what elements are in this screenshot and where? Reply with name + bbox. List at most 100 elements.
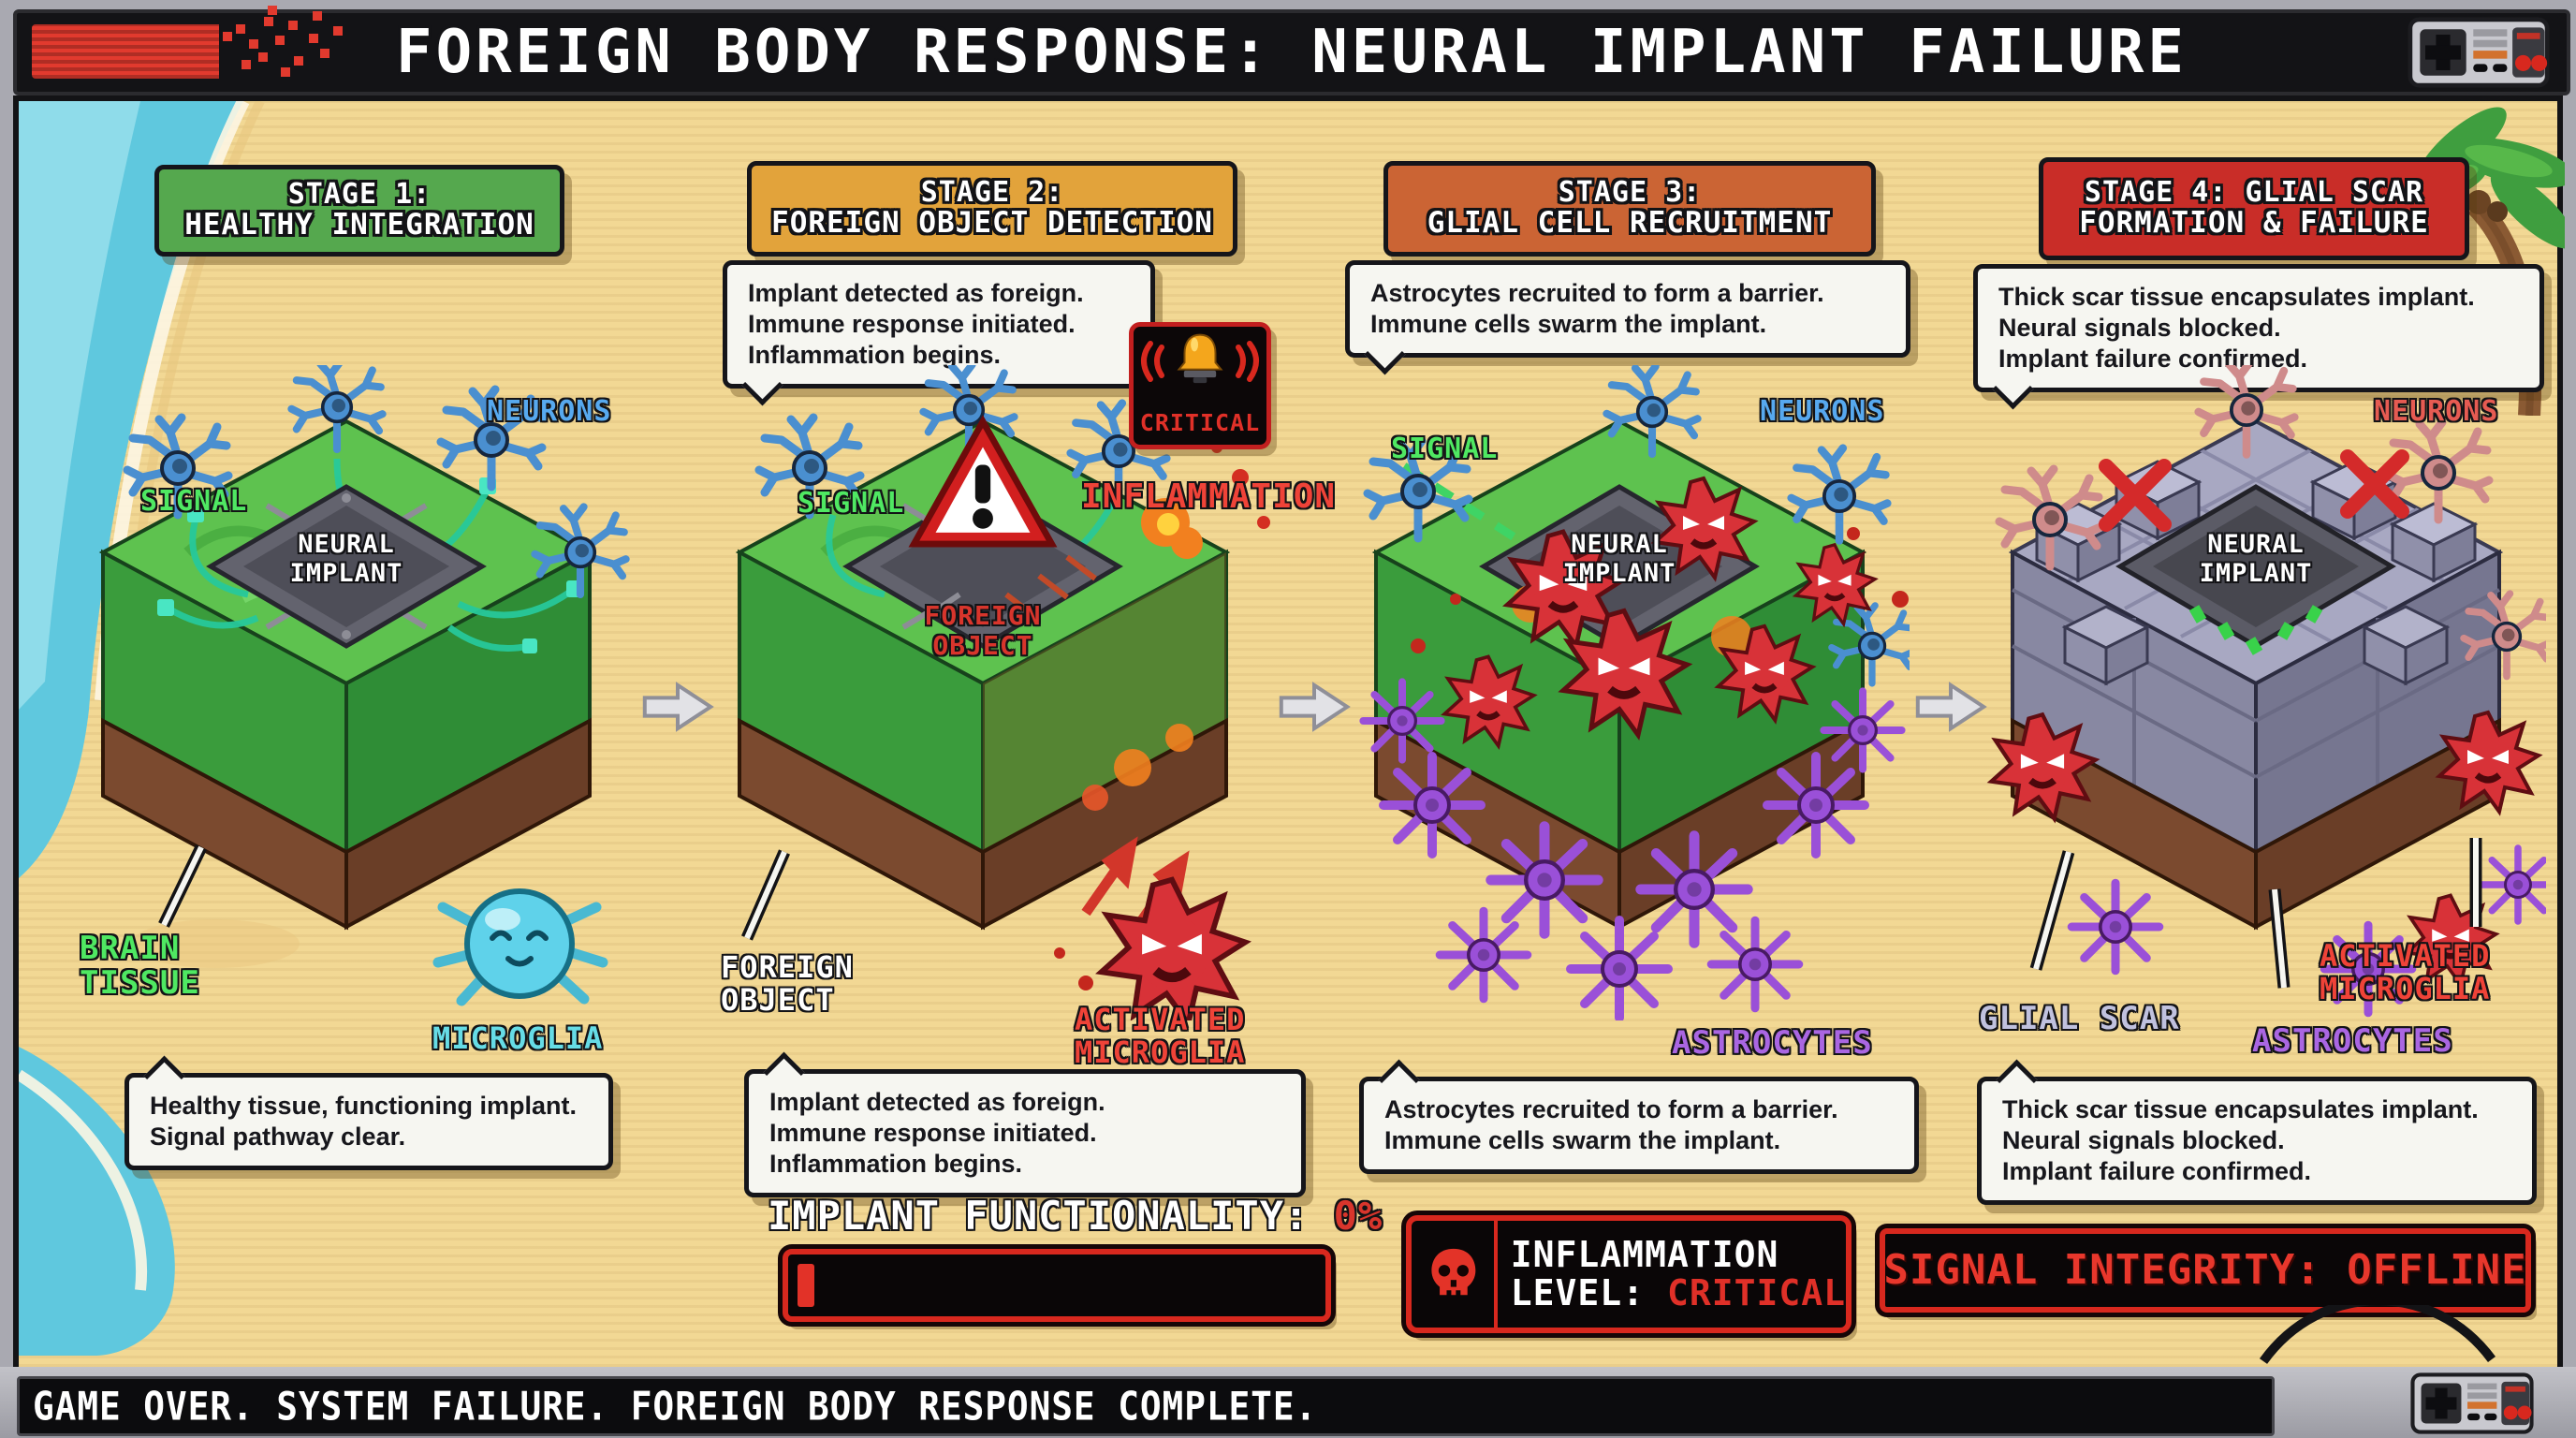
skull-icon (1425, 1231, 1483, 1317)
stage1-chip-label: NEURAL IMPLANT (253, 530, 440, 588)
stage4-top-bubble: Thick scar tissue encapsulates implant. … (1973, 264, 2544, 392)
stage1-microglia-label: MICROGLIA (432, 1020, 604, 1056)
label-line: OBJECT (721, 982, 835, 1019)
functionality-bar-fill (798, 1264, 814, 1307)
stage1-badge-line2: HEALTHY INTEGRATION (184, 208, 534, 242)
activated-microglia-icon (1102, 880, 1246, 1020)
bubble-line: Immune response initiated. (748, 309, 1076, 338)
functionality-label-text: IMPLANT FUNCTIONALITY: (768, 1193, 1310, 1239)
stage3-to-4-arrow-icon (1913, 680, 1988, 734)
stage4-badge-line2: FORMATION & FAILURE (2079, 206, 2429, 241)
footer-message-box: GAME OVER. SYSTEM FAILURE. FOREIGN BODY … (17, 1376, 2275, 1436)
stage4-badge-line1: STAGE 4: GLIAL SCAR (2084, 176, 2424, 210)
bubble-line: Implant failure confirmed. (1998, 344, 2308, 373)
chip-label-line: NEURAL (1571, 530, 1668, 559)
stage3-badge-line2: GLIAL CELL RECRUITMENT (1427, 206, 1833, 241)
stage2-inflammation-label: INFLAMMATION (1081, 477, 1337, 516)
bubble-line: Immune response initiated. (769, 1118, 1097, 1147)
functionality-value: 0% (1333, 1193, 1383, 1239)
implant-functionality-label: IMPLANT FUNCTIONALITY: 0% (768, 1193, 1382, 1239)
page-title: FOREIGN BODY RESPONSE: NEURAL IMPLANT FA… (396, 18, 2188, 87)
stage1-to-2-arrow-icon (640, 680, 715, 734)
bubble-line: Thick scar tissue encapsulates implant. (1998, 283, 2475, 311)
stage1-bottom-bubble: Healthy tissue, functioning implant. Sig… (124, 1073, 613, 1170)
controller-cable (2259, 1305, 2496, 1364)
implant-functionality-bar (783, 1249, 1331, 1322)
stage2-badge: STAGE 2: FOREIGN OBJECT DETECTION (747, 161, 1237, 257)
chip-label-line: IMPLANT (1562, 559, 1676, 589)
bubble-line: Thick scar tissue encapsulates implant. (2002, 1095, 2479, 1123)
stage1-neurons-label: NEURONS (487, 395, 612, 428)
stage3-neurons-label: NEURONS (1760, 395, 1885, 428)
inflammation-value: CRITICAL (1666, 1272, 1846, 1313)
bubble-line: Implant detected as foreign. (748, 279, 1084, 307)
stage3-chip-label: NEURAL IMPLANT (1526, 530, 1713, 588)
stage3-signal-label: SIGNAL (1391, 433, 1499, 465)
signal-integrity-badge: SIGNAL INTEGRITY: OFFLINE (1880, 1228, 2531, 1313)
stage4-activated-microglia-label: ACTIVATED MICROGLIA (2320, 938, 2491, 1007)
critical-label: CRITICAL (1139, 409, 1261, 436)
bubble-line: Inflammation begins. (748, 340, 1002, 369)
stage2-signal-label: SIGNAL (798, 487, 905, 520)
inflammation-level-badge: INFLAMMATION LEVEL: CRITICAL (1406, 1215, 1852, 1333)
critical-alarm-badge: CRITICAL (1129, 322, 1271, 449)
stage1-brain-tissue-label: BRAIN TISSUE (80, 930, 200, 1003)
stage2-badge-line1: STAGE 2: (920, 176, 1064, 210)
bubble-line: Neural signals blocked. (2002, 1125, 2285, 1154)
stage4-bottom-bubble: Thick scar tissue encapsulates implant. … (1977, 1077, 2537, 1205)
stage1-badge-line1: STAGE 1: (287, 178, 432, 212)
stage3-illustration (1329, 365, 1910, 1020)
divider (1493, 1221, 1498, 1328)
stage3-badge: STAGE 3: GLIAL CELL RECRUITMENT (1383, 161, 1876, 257)
stage2-chip-foreign-object-label: FOREIGN OBJECT (889, 600, 1076, 662)
stage1-signal-label: SIGNAL (140, 485, 248, 518)
chip-label-line: NEURAL (2207, 530, 2305, 559)
label-line: FOREIGN (721, 949, 854, 985)
stage4-astrocytes-label: ASTROCYTES (2252, 1022, 2453, 1060)
stage4-badge: STAGE 4: GLIAL SCAR FORMATION & FAILURE (2039, 157, 2469, 260)
stage2-illustration (735, 365, 1270, 1020)
pointer-lines (2029, 838, 2482, 989)
stage2-foreign-object-label: FOREIGN OBJECT (721, 949, 854, 1019)
chip-label-line: IMPLANT (2199, 559, 2313, 589)
label-line: ACTIVATED (2320, 938, 2491, 974)
scar-blocks (2033, 460, 2479, 686)
neural-implant-chip (206, 484, 487, 649)
stage4-illustration (1966, 365, 2546, 1020)
stage1-badge: STAGE 1: HEALTHY INTEGRATION (154, 165, 564, 257)
label-line: ACTIVATED (1075, 1002, 1246, 1037)
chip-label-line: NEURAL (298, 530, 395, 559)
glitch-pixels-icon (223, 32, 232, 41)
bubble-line: Signal pathway clear. (150, 1122, 406, 1151)
label-line: TISSUE (80, 964, 200, 1003)
label-line: MICROGLIA (1075, 1034, 1246, 1071)
label-line: OBJECT (932, 630, 1033, 662)
stage3-astrocytes-label: ASTROCYTES (1672, 1024, 1873, 1062)
label-line: MICROGLIA (2320, 971, 2491, 1007)
stage2-badge-line2: FOREIGN OBJECT DETECTION (771, 206, 1213, 241)
title-bar: FOREIGN BODY RESPONSE: NEURAL IMPLANT FA… (13, 9, 2570, 95)
inflammation-label-line2: LEVEL: (1510, 1272, 1646, 1313)
nes-controller-icon (2406, 17, 2552, 88)
label-line: FOREIGN (924, 600, 1042, 631)
stage3-badge-line1: STAGE 3: (1558, 176, 1702, 210)
inflammation-label-line1: INFLAMMATION (1510, 1233, 1779, 1275)
glitch-block-icon (32, 24, 219, 79)
happy-microglia-icon (432, 888, 608, 1006)
bubble-line: Neural signals blocked. (1998, 313, 2281, 342)
stage3-top-bubble: Astrocytes recruited to form a barrier. … (1345, 260, 1910, 358)
bubble-line: Astrocytes recruited to form a barrier. (1384, 1095, 1838, 1123)
label-line: BRAIN (80, 930, 181, 967)
bubble-line: Inflammation begins. (769, 1149, 1023, 1178)
stage1-illustration (98, 365, 637, 1006)
signal-integrity-text: SIGNAL INTEGRITY: OFFLINE (1883, 1246, 2527, 1295)
bubble-line: Implant failure confirmed. (2002, 1156, 2312, 1185)
nes-controller-icon-bottom (2393, 1372, 2552, 1434)
bubble-line: Healthy tissue, functioning implant. (150, 1092, 578, 1120)
alarm-bell-icon (1141, 333, 1259, 385)
stage3-bottom-bubble: Astrocytes recruited to form a barrier. … (1359, 1077, 1919, 1174)
bubble-line: Immune cells swarm the implant. (1370, 309, 1767, 338)
bubble-line: Immune cells swarm the implant. (1384, 1125, 1781, 1154)
stage2-bottom-bubble: Implant detected as foreign. Immune resp… (744, 1069, 1306, 1197)
